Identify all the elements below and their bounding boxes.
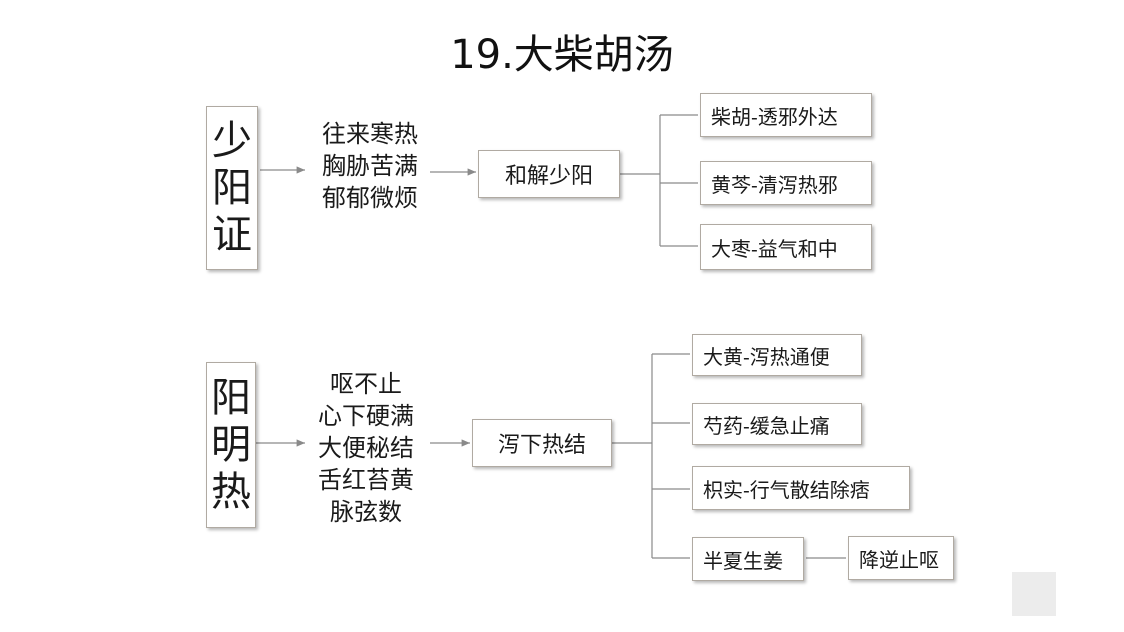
syndrome-char: 阳 [212, 164, 252, 211]
herb-box-huangqin: 黄芩-清泻热邪 [700, 161, 872, 205]
syndrome-box-yangming: 阳 明 热 [206, 362, 256, 528]
symptom-list-yangming: 呕不止 心下硬满 大便秘结 舌红苔黄 脉弦数 [304, 368, 428, 528]
syndrome-char: 明 [211, 421, 251, 468]
symptom-item: 呕不止 [330, 370, 402, 398]
method-box-xiexia-rejie: 泻下热结 [472, 419, 612, 467]
symptom-item: 舌红苔黄 [318, 466, 414, 494]
herb-box-chaihu: 柴胡-透邪外达 [700, 93, 872, 137]
herb-box-dazao: 大枣-益气和中 [700, 224, 872, 270]
symptom-item: 往来寒热 [322, 120, 418, 148]
syndrome-box-shaoyang: 少 阳 证 [206, 106, 258, 270]
symptom-item: 胸胁苦满 [322, 152, 418, 180]
herb-box-zhishi: 枳实-行气散结除痞 [692, 466, 910, 510]
syndrome-char: 少 [212, 117, 252, 164]
herb-box-shaoyao: 芍药-缓急止痛 [692, 403, 862, 445]
symptom-item: 郁郁微烦 [322, 184, 418, 212]
syndrome-char: 阳 [211, 374, 251, 421]
symptom-item: 大便秘结 [318, 434, 414, 462]
herb-box-dahuang: 大黄-泻热通便 [692, 334, 862, 376]
symptom-item: 心下硬满 [318, 402, 414, 430]
symptom-list-shaoyang: 往来寒热 胸胁苦满 郁郁微烦 [308, 118, 432, 214]
syndrome-char: 热 [211, 468, 251, 515]
syndrome-char: 证 [212, 211, 252, 258]
page-title: 19.大柴胡汤 [450, 32, 674, 78]
effect-box-jiangni-zhiou: 降逆止呕 [848, 536, 954, 580]
symptom-item: 脉弦数 [330, 498, 402, 526]
method-box-hejie-shaoyang: 和解少阳 [478, 150, 620, 198]
watermark-patch [1012, 572, 1056, 616]
herb-box-banxia-shengjiang: 半夏生姜 [692, 537, 804, 581]
